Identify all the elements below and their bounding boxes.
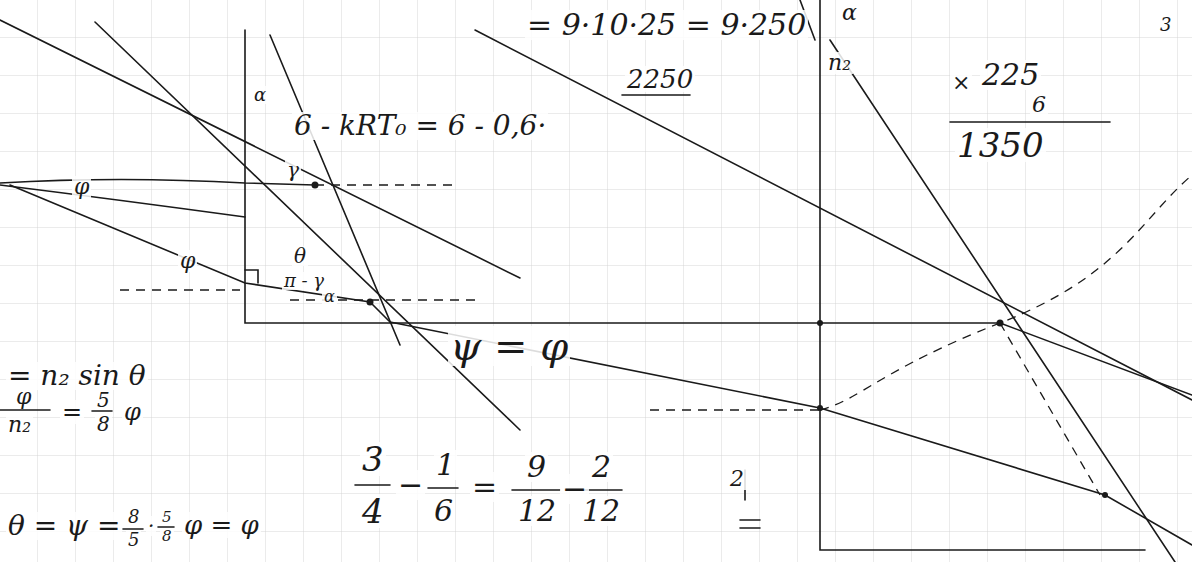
axis [820,0,1145,550]
handwritten-note: 4 [360,494,386,528]
handwritten-note: α [322,289,337,305]
ray [0,180,315,186]
handwritten-note: 6 - kRT₀ = 6 - 0,6· [292,112,548,140]
handwritten-note: φ [72,176,91,198]
underline [622,94,690,96]
right-angle [245,270,258,283]
handwritten-note: 3 [1158,16,1173,34]
dashed-line [1000,323,1100,495]
handwritten-note: 3 [360,442,386,476]
handwritten-note: 8 [126,508,141,526]
handwritten-note: 8 [160,529,174,544]
handwritten-note: − [396,470,425,500]
ray [830,40,1175,562]
point [817,320,823,326]
dashed-line [120,289,240,290]
handwritten-note: 6 [1030,94,1048,116]
ray [0,185,245,217]
point [817,405,823,411]
ray [0,20,520,278]
ray [1000,323,1192,395]
sum-line [950,121,1110,123]
point [997,320,1004,327]
handwritten-note: 12 [580,496,622,526]
handwritten-note: γ [285,160,301,180]
handwritten-note: 12 [516,496,558,526]
dashed-line [290,299,480,300]
handwritten-note: 5 [160,510,174,525]
handwritten-note: 5 [126,531,141,549]
handwritten-note: 9 [525,452,548,482]
handwritten-note: θ = ψ = [6,512,122,540]
handwritten-note: 2 [590,452,613,482]
handwritten-note: θ [292,246,308,266]
points [312,182,1109,499]
handwritten-note: 8 [95,414,112,434]
handwritten-note: 1350 [955,128,1046,162]
handwritten-note: φ [14,386,33,408]
handwritten-note: 225 [980,60,1041,90]
dashed-curve [820,175,1192,410]
handwritten-note: · [146,516,156,536]
handwritten-note: π - γ [282,272,326,290]
point [367,299,374,306]
handwritten-note: = 9·10·25 = 9·250 [525,10,808,40]
handwritten-note: φ [178,250,197,272]
dashed-line [315,184,455,185]
dashed-line [650,409,820,410]
ray [390,322,1192,545]
ray [270,35,400,345]
handwritten-note: α [840,2,859,24]
handwritten-note: n₂ [6,414,33,436]
handwritten-note: 2 [728,468,746,490]
dashed-lines [120,175,1192,495]
handwritten-note: = [60,400,84,424]
ray [475,30,1192,400]
ray [10,185,390,322]
point [1102,492,1108,498]
point [312,182,319,189]
handwritten-note: × [950,72,972,94]
fraction-bar [0,410,112,411]
handwritten-note: 6 [432,496,455,526]
handwritten-note: φ [122,400,143,424]
handwritten-note: n₂ [826,52,853,74]
handwritten-note: φ = φ [182,512,261,538]
handwritten-note: 2250 [625,66,695,92]
axis [245,30,1000,323]
handwritten-note: ψ = φ [448,326,570,366]
handwritten-note: 5 [95,390,112,410]
ray [95,22,520,430]
handwritten-note: = [470,472,499,502]
handwritten-note: α [252,86,268,104]
handwritten-note: 1 [434,450,457,480]
